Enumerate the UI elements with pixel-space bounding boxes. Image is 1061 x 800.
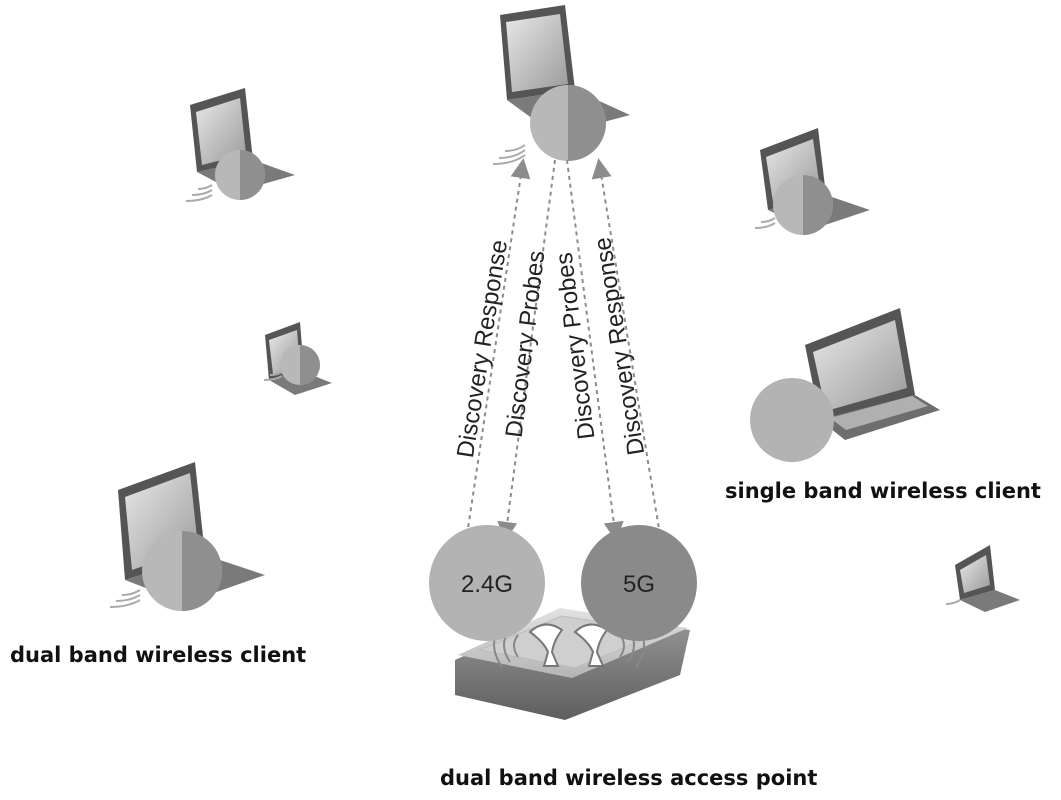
label-dual-band-client: dual band wireless client (10, 643, 306, 667)
arrow-label-probes-left: Discovery Probes (501, 249, 551, 439)
arrow-label-probes-right: Discovery Probes (551, 251, 601, 441)
laptop-single-band (750, 308, 940, 462)
single-band-circle (750, 378, 834, 462)
arrow-discovery-probes-left (497, 159, 556, 542)
antenna-icon (528, 623, 609, 667)
laptop-mid-left (263, 322, 332, 395)
arrow-discovery-response-right (591, 158, 661, 536)
wifi-icon (945, 599, 961, 605)
band-5g-circle (581, 525, 697, 641)
arrow-discovery-response-left (466, 158, 531, 536)
band-5g-label: 5G (623, 571, 655, 598)
laptop-bottom-right (945, 545, 1020, 612)
label-access-point: dual band wireless access point (440, 766, 817, 790)
wifi-icon (754, 217, 776, 229)
laptop-bottom-left (109, 462, 265, 611)
label-single-band-client: single band wireless client (725, 479, 1041, 503)
wifi-icon (185, 184, 213, 202)
discovery-arrows (466, 158, 661, 542)
arrow-discovery-probes-right (566, 159, 624, 542)
laptop-top-center (492, 5, 630, 165)
laptop-top-right (754, 128, 870, 235)
band-24g-circle (429, 525, 545, 641)
wifi-icon (109, 589, 141, 608)
wifi-icon (492, 144, 526, 165)
band-24g-label: 2.4G (461, 571, 513, 598)
wifi-icon (263, 371, 283, 381)
laptop-top-left (185, 88, 295, 202)
pie-dark-half (568, 85, 606, 161)
